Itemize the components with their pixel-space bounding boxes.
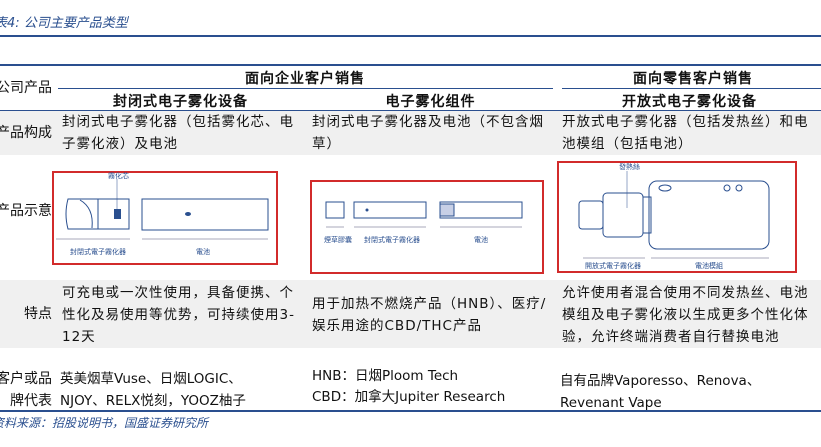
cell: 用于加热不燃烧产品（HNB）、医疗/娱乐用途的CBD/THC产品	[312, 296, 547, 334]
cell: 封闭式电子雾化器（包括雾化芯、电子雾化液）及电池	[62, 114, 294, 152]
cell: CBD：加拿大Jupiter Research	[312, 389, 506, 405]
cell: 允许使用者混合使用不同发热丝、电池模组及电子雾化液以生成更多个性化体验，允许终端…	[562, 285, 809, 345]
caption: 電池	[196, 248, 210, 256]
cell: 可充电或一次性使用，具备便携、个性化及易使用等优势，可持续使用3-12天	[62, 285, 295, 345]
row-label: 产品构成	[0, 125, 52, 141]
cell: 开放式电子雾化器（包括发热丝）和电池模组（包括电池）	[562, 114, 809, 152]
cell: 封闭式电子雾化器及电池（不包含烟草）	[312, 114, 544, 152]
closed-device-diagram	[56, 179, 269, 240]
table-top-rule	[0, 64, 821, 66]
group-rule	[58, 88, 553, 89]
cell: HNB：日烟Ploom Tech	[312, 368, 459, 384]
caption: 煙草膠囊	[324, 236, 352, 244]
cell: 英美烟草Vuse、日烟LOGIC、	[60, 371, 242, 387]
open-device-image: 發熱絲 開放式電子霧化器 電池模組	[557, 161, 797, 273]
col-header-open: 开放式电子雾化设备	[622, 94, 757, 110]
caption: 開放式電子霧化器	[585, 262, 641, 270]
components-image: 煙草膠囊 封閉式電子霧化器 電池	[310, 180, 544, 274]
row-label: 牌代表	[10, 393, 52, 409]
group-rule	[562, 88, 821, 89]
group-b2b: 面向企业客户销售	[245, 71, 365, 87]
col-header-closed: 封闭式电子雾化设备	[113, 94, 248, 110]
source-note: 资料来源：招股说明书，国盛证券研究所	[0, 416, 209, 430]
cell: 自有品牌Vaporesso、Renova、Revenant Vape	[560, 373, 761, 411]
col-header-components: 电子雾化组件	[385, 94, 476, 110]
row-clients: 客户或品 牌代表 英美烟草Vuse、日烟LOGIC、 NJOY、RELX悦刻，Y…	[0, 348, 821, 411]
row-header-label: 公司产品	[0, 80, 52, 96]
row-label: 客户或品	[0, 371, 52, 387]
row-features: 特点 可充电或一次性使用，具备便携、个性化及易使用等优势，可持续使用3-12天 …	[0, 280, 821, 348]
row-illustration: 产品示意 霧化芯 封閉式電子霧化器 電池 煙草膠囊 封閉式電子霧化器 電池 發熱…	[0, 155, 821, 280]
cell: NJOY、RELX悦刻，YOOZ柚子	[60, 393, 246, 409]
caption: 電池模組	[695, 262, 723, 270]
closed-device-image: 霧化芯 封閉式電子霧化器 電池	[52, 171, 278, 265]
row-composition: 产品构成 封闭式电子雾化器（包括雾化芯、电子雾化液）及电池 封闭式电子雾化器及电…	[0, 111, 821, 155]
group-retail: 面向零售客户销售	[633, 71, 753, 87]
title-rule	[0, 35, 821, 37]
components-diagram	[325, 201, 523, 228]
caption: 發熱絲	[619, 163, 640, 171]
row-label: 产品示意	[0, 203, 52, 219]
table-title: 表4: 公司主要产品类型	[0, 16, 128, 31]
caption: 霧化芯	[108, 172, 129, 180]
header-rule	[0, 110, 821, 111]
caption: 電池	[474, 236, 488, 244]
row-label: 特点	[24, 306, 52, 322]
caption: 封閉式電子霧化器	[364, 236, 420, 244]
table-bottom-rule	[0, 410, 821, 412]
open-device-diagram	[578, 171, 770, 259]
caption: 封閉式電子霧化器	[70, 248, 126, 256]
